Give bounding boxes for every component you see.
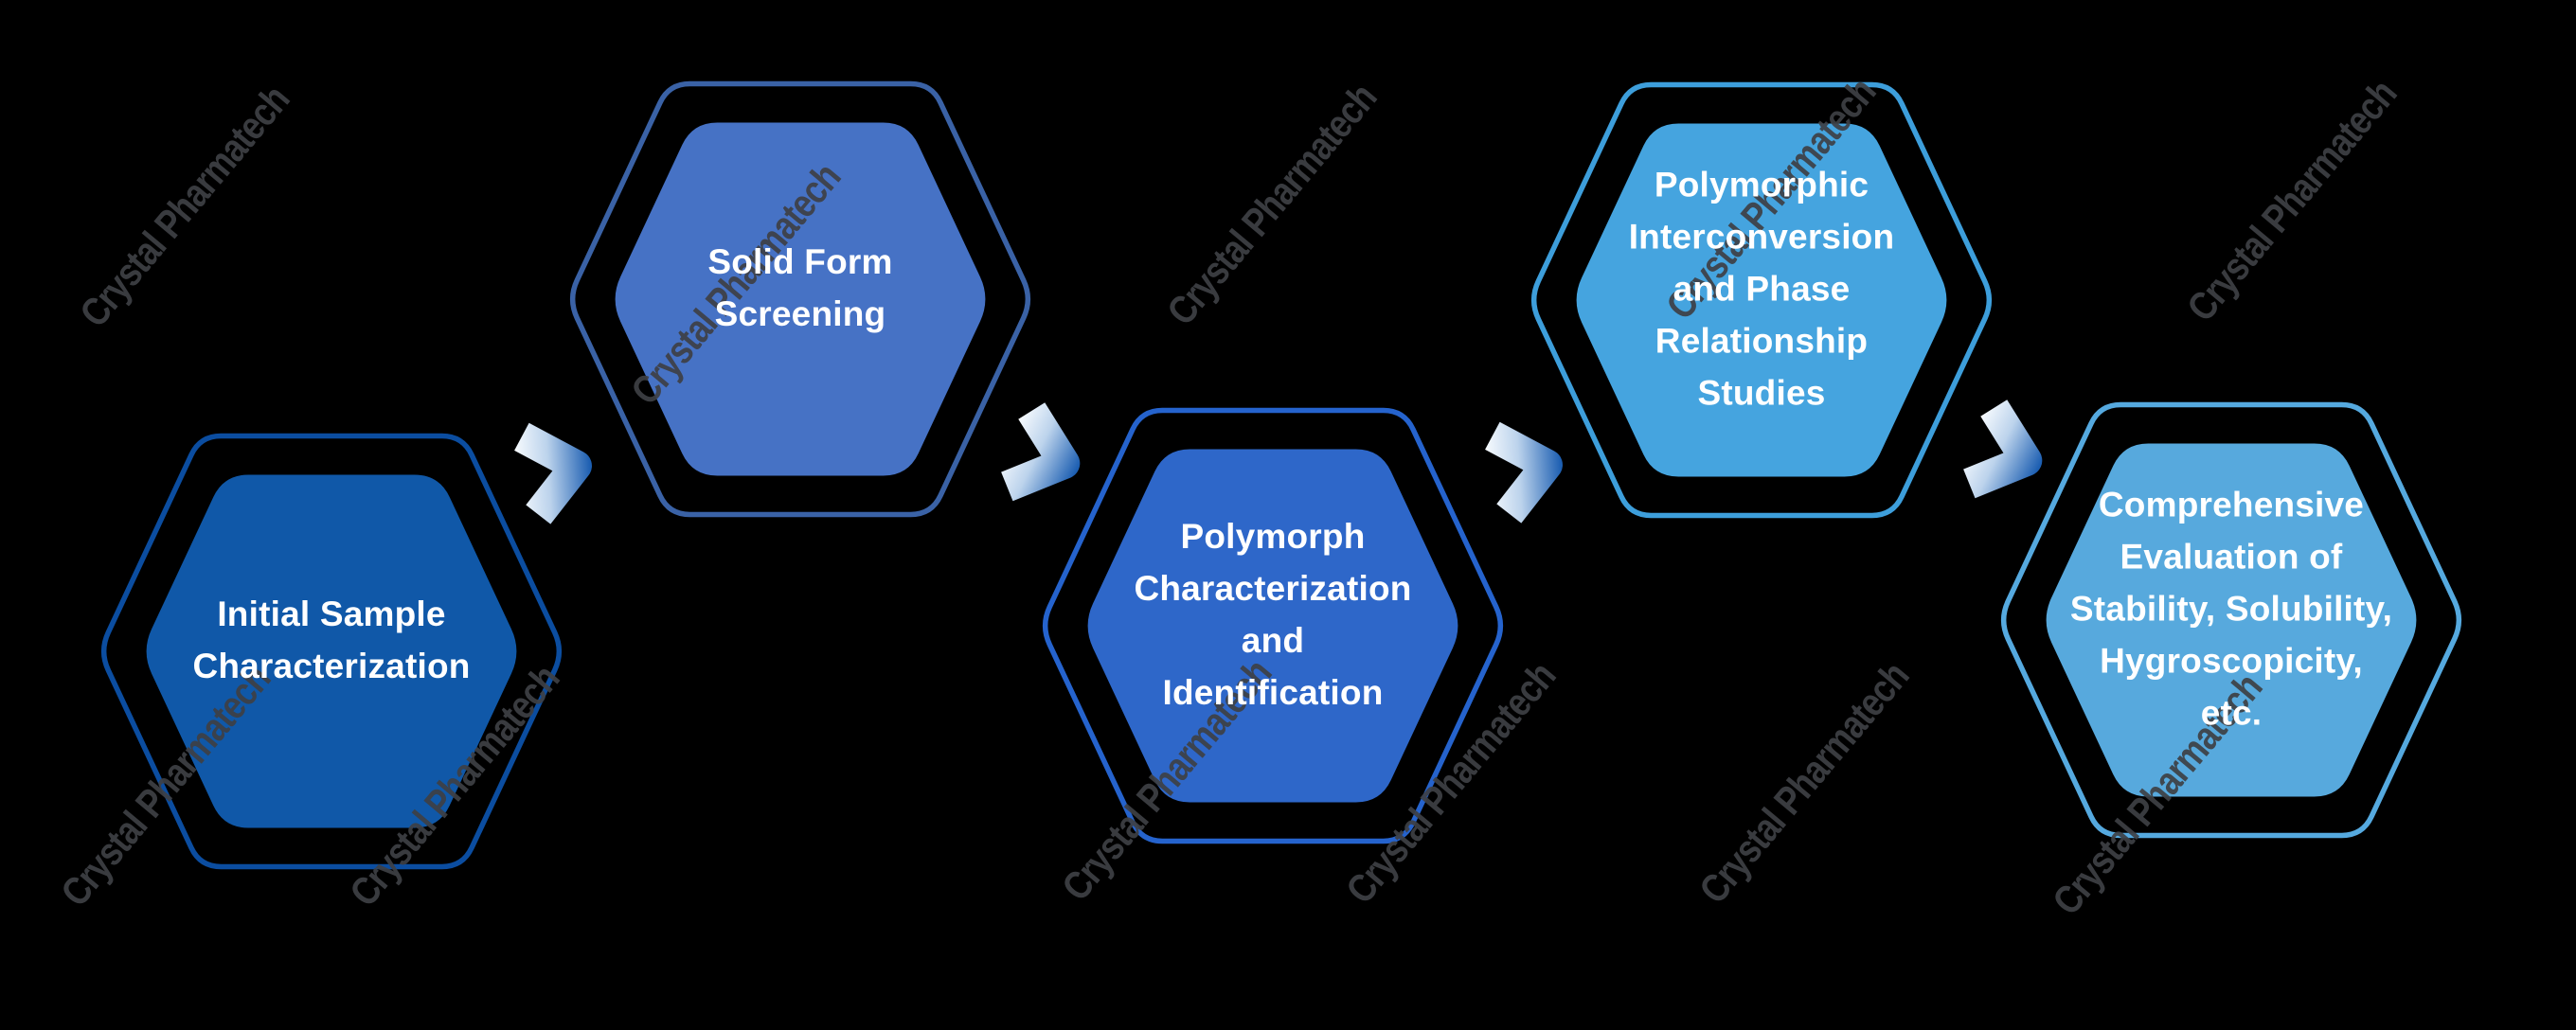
chevron-arrow-icon — [1963, 400, 2043, 499]
hexagon-outline-5 — [2000, 401, 2462, 839]
hexagon-step-5 — [2000, 401, 2462, 839]
hexagon-fill-1 — [146, 474, 517, 828]
flow-arrow-4 — [1963, 400, 2043, 499]
hexagon-outline-4 — [1530, 81, 1993, 519]
hexagon-step-1 — [100, 433, 563, 870]
hexagon-fill-2 — [615, 122, 986, 476]
chevron-arrow-icon — [514, 422, 592, 524]
flow-arrow-2 — [1001, 402, 1081, 502]
hexagon-step-4 — [1530, 81, 1993, 519]
hexagon-fill-5 — [2046, 443, 2417, 797]
chevron-arrow-icon — [1001, 402, 1081, 502]
hexagon-step-3 — [1042, 407, 1504, 844]
hexagon-fill-3 — [1087, 449, 1458, 803]
flow-arrow-1 — [514, 422, 592, 524]
hexagon-step-2 — [569, 80, 1031, 518]
hexagon-outline-1 — [100, 433, 563, 870]
hexagon-fill-4 — [1576, 123, 1947, 477]
chevron-arrow-icon — [1485, 421, 1563, 524]
hexagon-outline-3 — [1042, 407, 1504, 844]
flow-arrow-3 — [1485, 421, 1563, 524]
hexagon-outline-2 — [569, 80, 1031, 518]
